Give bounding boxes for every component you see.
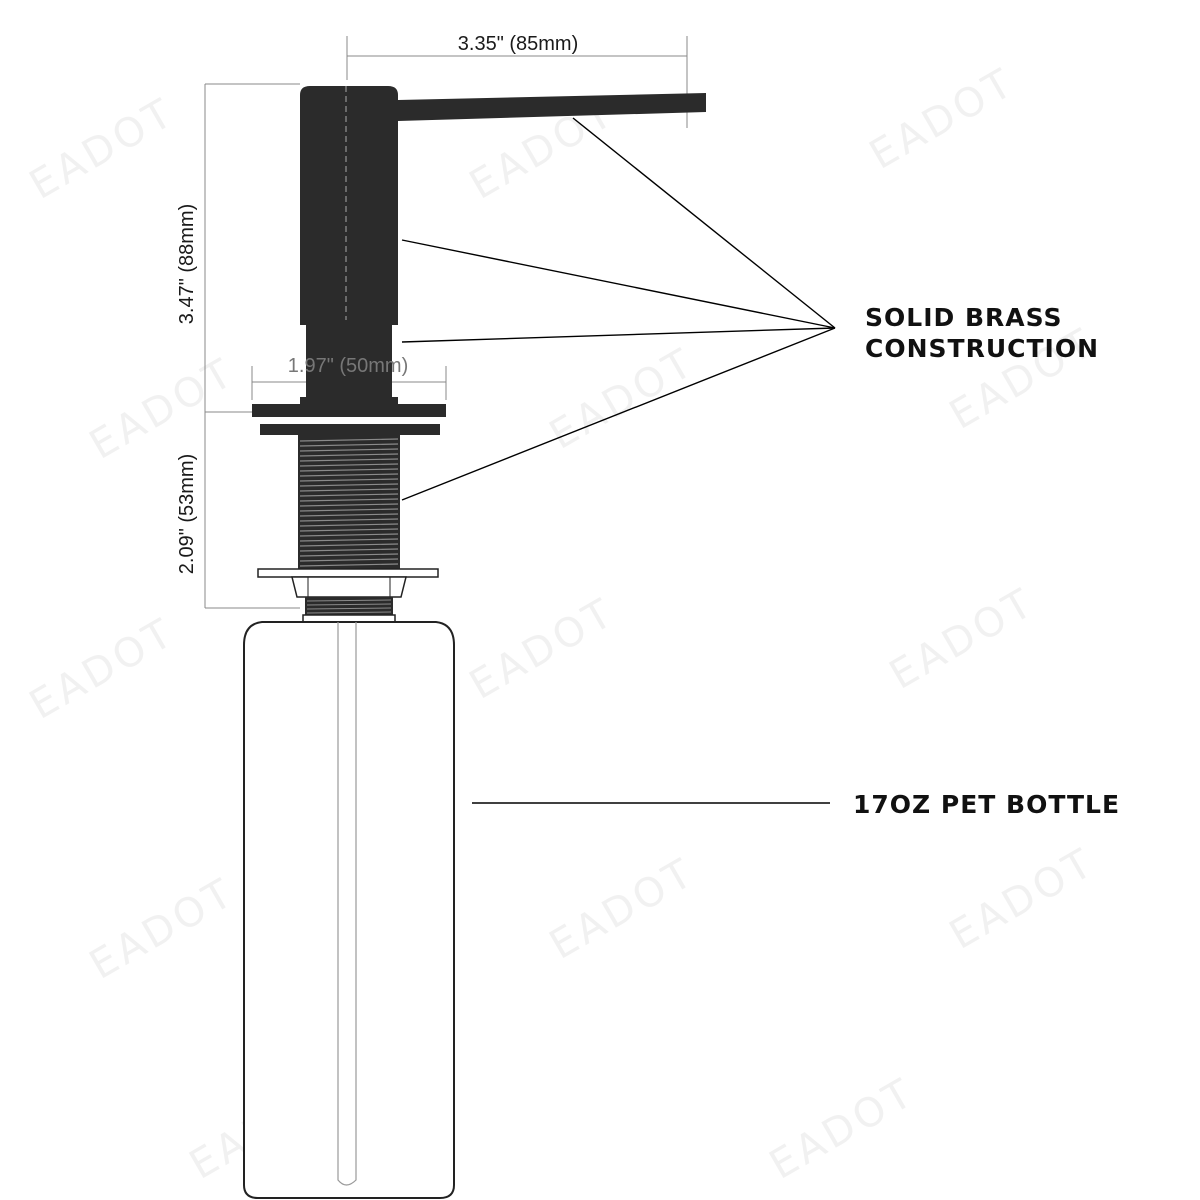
thread-line bbox=[299, 543, 399, 547]
leader-lines bbox=[401, 117, 836, 804]
neck-thread-line bbox=[306, 603, 392, 606]
thread-line bbox=[299, 473, 399, 477]
bottle bbox=[243, 621, 455, 1199]
thread-line bbox=[299, 538, 399, 542]
watermark: EADOT bbox=[82, 349, 243, 469]
watermark: EADOT bbox=[762, 1069, 923, 1189]
flange-assembly bbox=[252, 397, 446, 435]
thread-line bbox=[299, 513, 399, 517]
callout-brass-line1: SOLID BRASS bbox=[865, 303, 1063, 332]
pump-body bbox=[300, 86, 398, 325]
watermark: EADOT bbox=[942, 839, 1103, 959]
mounting-nut bbox=[257, 568, 439, 598]
callout-brass-line2: CONSTRUCTION bbox=[865, 334, 1099, 363]
watermark: EADOT bbox=[882, 579, 1043, 699]
thread-line bbox=[299, 493, 399, 497]
dip-tube bbox=[337, 622, 357, 1186]
threaded-shank bbox=[298, 435, 400, 571]
thread-line bbox=[299, 528, 399, 532]
thread-line bbox=[299, 553, 399, 557]
thread-line bbox=[299, 523, 399, 527]
pump-height-label: 3.47" (88mm) bbox=[176, 204, 198, 324]
neck-thread-line bbox=[306, 599, 392, 602]
thread-line bbox=[299, 483, 399, 487]
thread-line bbox=[299, 518, 399, 522]
thread-line bbox=[299, 453, 399, 457]
bottle-body bbox=[243, 621, 455, 1199]
neck-thread-line bbox=[306, 607, 392, 610]
washer bbox=[260, 424, 440, 435]
callout-bottle: 17OZ PET BOTTLE bbox=[853, 790, 1120, 819]
neck-thread-line bbox=[306, 611, 392, 614]
nut-plate bbox=[257, 568, 439, 578]
watermark: EADOT bbox=[22, 609, 183, 729]
nut bbox=[291, 576, 407, 598]
thread-line bbox=[299, 533, 399, 537]
thread-line bbox=[299, 443, 399, 447]
thread-line bbox=[299, 438, 399, 442]
watermark: EADOT bbox=[862, 59, 1023, 179]
thread-line bbox=[299, 498, 399, 502]
spout-length-label: 3.35" (85mm) bbox=[458, 33, 578, 55]
thread-line bbox=[299, 503, 399, 507]
thread-line bbox=[299, 448, 399, 452]
flange bbox=[252, 404, 446, 417]
thread-line bbox=[299, 548, 399, 552]
bottle-neck bbox=[302, 597, 396, 623]
watermark: EADOT bbox=[542, 339, 703, 459]
watermark: EADOT bbox=[542, 849, 703, 969]
pump-head bbox=[300, 86, 706, 397]
watermark: EADOT bbox=[82, 869, 243, 989]
thread-line bbox=[299, 463, 399, 467]
thread-line bbox=[299, 508, 399, 512]
thread-line bbox=[299, 458, 399, 462]
thread-line bbox=[299, 563, 399, 567]
watermark: EADOT bbox=[462, 589, 623, 709]
shank-length-label: 2.09" (53mm) bbox=[176, 454, 198, 574]
pump-collar bbox=[306, 325, 392, 397]
thread-line bbox=[299, 488, 399, 492]
thread-line bbox=[299, 468, 399, 472]
flange-diameter-label: 1.97" (50mm) bbox=[288, 355, 408, 377]
thread-line bbox=[299, 478, 399, 482]
watermark: EADOT bbox=[22, 89, 183, 209]
thread-line bbox=[299, 558, 399, 562]
spout bbox=[398, 93, 706, 121]
